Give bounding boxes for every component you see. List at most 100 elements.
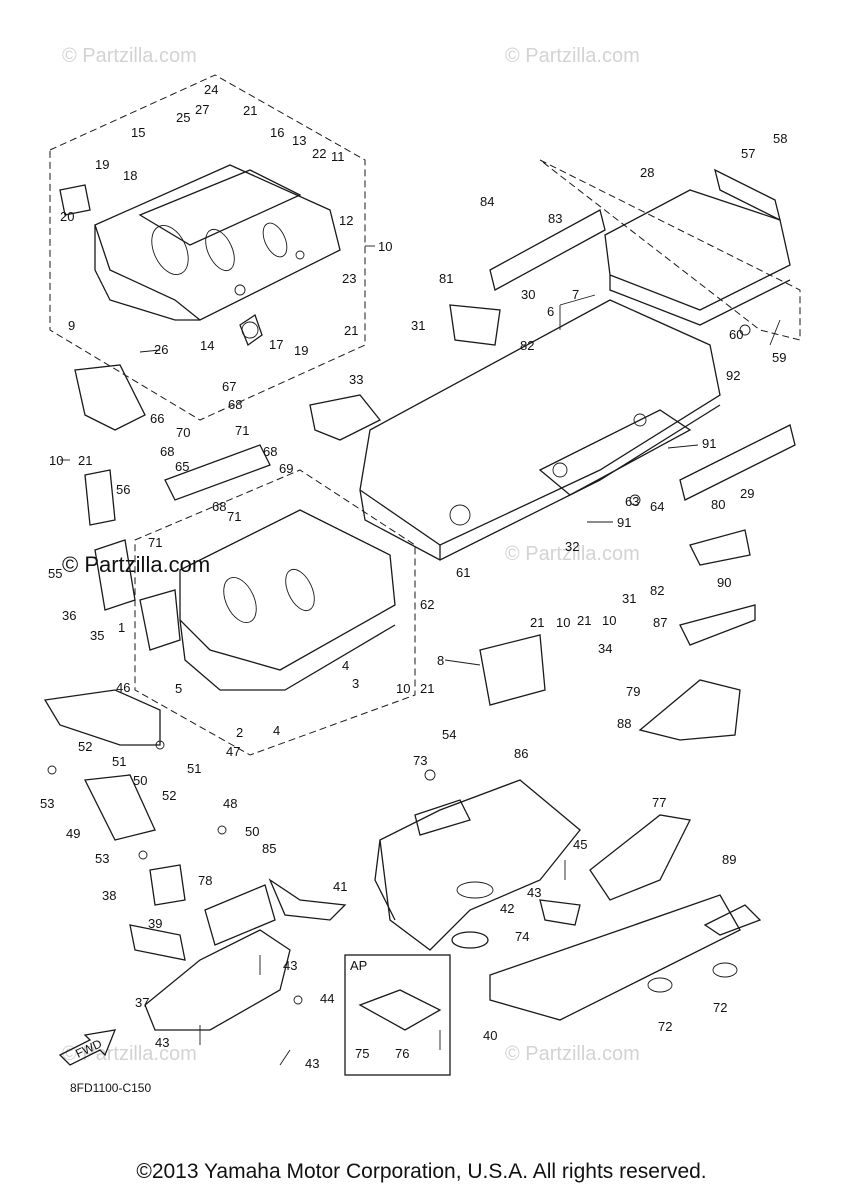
callout-76: 76 xyxy=(395,1046,409,1061)
callout-23: 23 xyxy=(342,271,356,286)
callout-43c: 43 xyxy=(155,1035,169,1050)
callout-43a: 43 xyxy=(527,885,541,900)
callout-42: 42 xyxy=(500,901,514,916)
bracket-38 xyxy=(149,864,186,906)
callout-21c: 21 xyxy=(78,453,92,468)
bracket-56 xyxy=(84,469,116,526)
callout-28: 28 xyxy=(640,165,654,180)
callout-10a: 10 xyxy=(378,239,392,254)
callout-26: 26 xyxy=(154,342,168,357)
step-81 xyxy=(449,304,501,346)
callout-91a: 91 xyxy=(702,436,716,451)
belly-pan xyxy=(374,779,581,951)
callout-82a: 82 xyxy=(520,338,534,353)
callout-78: 78 xyxy=(198,873,212,888)
front-bumper xyxy=(43,689,161,746)
callout-73: 73 xyxy=(413,753,427,768)
plug-72a xyxy=(647,977,673,993)
callout-64: 64 xyxy=(650,499,664,514)
step-80 xyxy=(689,529,751,566)
panel-79 xyxy=(638,679,741,741)
callout-72a: 72 xyxy=(658,1019,672,1034)
callout-7: 7 xyxy=(572,287,579,302)
callout-12: 12 xyxy=(339,213,353,228)
callout-75: 75 xyxy=(355,1046,369,1061)
bracket-57 xyxy=(714,168,781,222)
callout-80: 80 xyxy=(711,497,725,512)
callout-21d: 21 xyxy=(530,615,544,630)
callout-46: 46 xyxy=(116,680,130,695)
side-rail-left xyxy=(489,209,606,291)
callout-74: 74 xyxy=(515,929,529,944)
bracket-65 xyxy=(164,444,271,501)
callout-19a: 19 xyxy=(95,157,109,172)
bracket-49 xyxy=(84,774,156,841)
callout-27: 27 xyxy=(195,102,209,117)
callout-67: 67 xyxy=(222,379,236,394)
callout-15: 15 xyxy=(131,125,145,140)
callout-41: 41 xyxy=(333,879,347,894)
callout-8: 8 xyxy=(437,653,444,668)
callout-4b: 4 xyxy=(273,723,280,738)
callout-33: 33 xyxy=(349,372,363,387)
callout-68d: 68 xyxy=(212,499,226,514)
watermark-bottom-right: © Partzilla.com xyxy=(505,1043,640,1065)
callout-84: 84 xyxy=(480,194,494,209)
callout-71b: 71 xyxy=(227,509,241,524)
callout-32: 32 xyxy=(565,539,579,554)
callout-89: 89 xyxy=(722,852,736,867)
callout-3: 3 xyxy=(352,676,359,691)
callout-24: 24 xyxy=(204,82,218,97)
panel-77 xyxy=(589,814,691,901)
watermark-top-left: © Partzilla.com xyxy=(62,45,197,67)
callout-2: 2 xyxy=(236,725,243,740)
callout-49: 49 xyxy=(66,826,80,841)
grommet-74 xyxy=(451,931,489,949)
callout-57: 57 xyxy=(741,146,755,161)
callout-54: 54 xyxy=(442,727,456,742)
callout-61: 61 xyxy=(456,565,470,580)
callout-39: 39 xyxy=(148,916,162,931)
callout-18: 18 xyxy=(123,168,137,183)
callout-58: 58 xyxy=(773,131,787,146)
callout-40: 40 xyxy=(483,1028,497,1043)
callout-51a: 51 xyxy=(112,754,126,769)
watermark-bottom-left: © Partzilla.com xyxy=(62,1043,197,1065)
rear-bracket-assembly-outline xyxy=(539,159,801,341)
main-tunnel-frame xyxy=(359,299,721,561)
callout-50a: 50 xyxy=(133,773,147,788)
leader-lines xyxy=(60,245,699,666)
callout-52b: 52 xyxy=(162,788,176,803)
watermark-mid-left: © Partzilla.com xyxy=(62,552,210,577)
callout-68a: 68 xyxy=(228,397,242,412)
callout-21a: 21 xyxy=(243,103,257,118)
callout-43b: 43 xyxy=(283,958,297,973)
callout-79: 79 xyxy=(626,684,640,699)
bracket-73 xyxy=(414,799,471,836)
callout-13: 13 xyxy=(292,133,306,148)
callout-10b: 10 xyxy=(49,453,63,468)
callout-91b: 91 xyxy=(617,515,631,530)
callout-86: 86 xyxy=(514,746,528,761)
callout-11: 11 xyxy=(331,149,345,164)
side-rail-right xyxy=(679,424,796,501)
upper-frame xyxy=(59,164,341,347)
callout-55: 55 xyxy=(48,566,62,581)
callout-31b: 31 xyxy=(622,591,636,606)
lower-frame xyxy=(139,509,396,691)
callout-21f: 21 xyxy=(420,681,434,696)
bracket-89 xyxy=(703,904,762,936)
rear-upper-bracket xyxy=(604,189,791,326)
fastener-symbols xyxy=(47,319,781,1066)
callout-51b: 51 xyxy=(187,761,201,776)
ap-part-75 xyxy=(358,989,442,1031)
callout-38: 38 xyxy=(102,888,116,903)
callout-36: 36 xyxy=(62,608,76,623)
panel-39 xyxy=(129,924,186,961)
callout-43d: 43 xyxy=(305,1056,319,1071)
callout-62: 62 xyxy=(420,597,434,612)
callout-29: 29 xyxy=(740,486,754,501)
callout-65: 65 xyxy=(175,459,189,474)
callout-9: 9 xyxy=(68,318,75,333)
